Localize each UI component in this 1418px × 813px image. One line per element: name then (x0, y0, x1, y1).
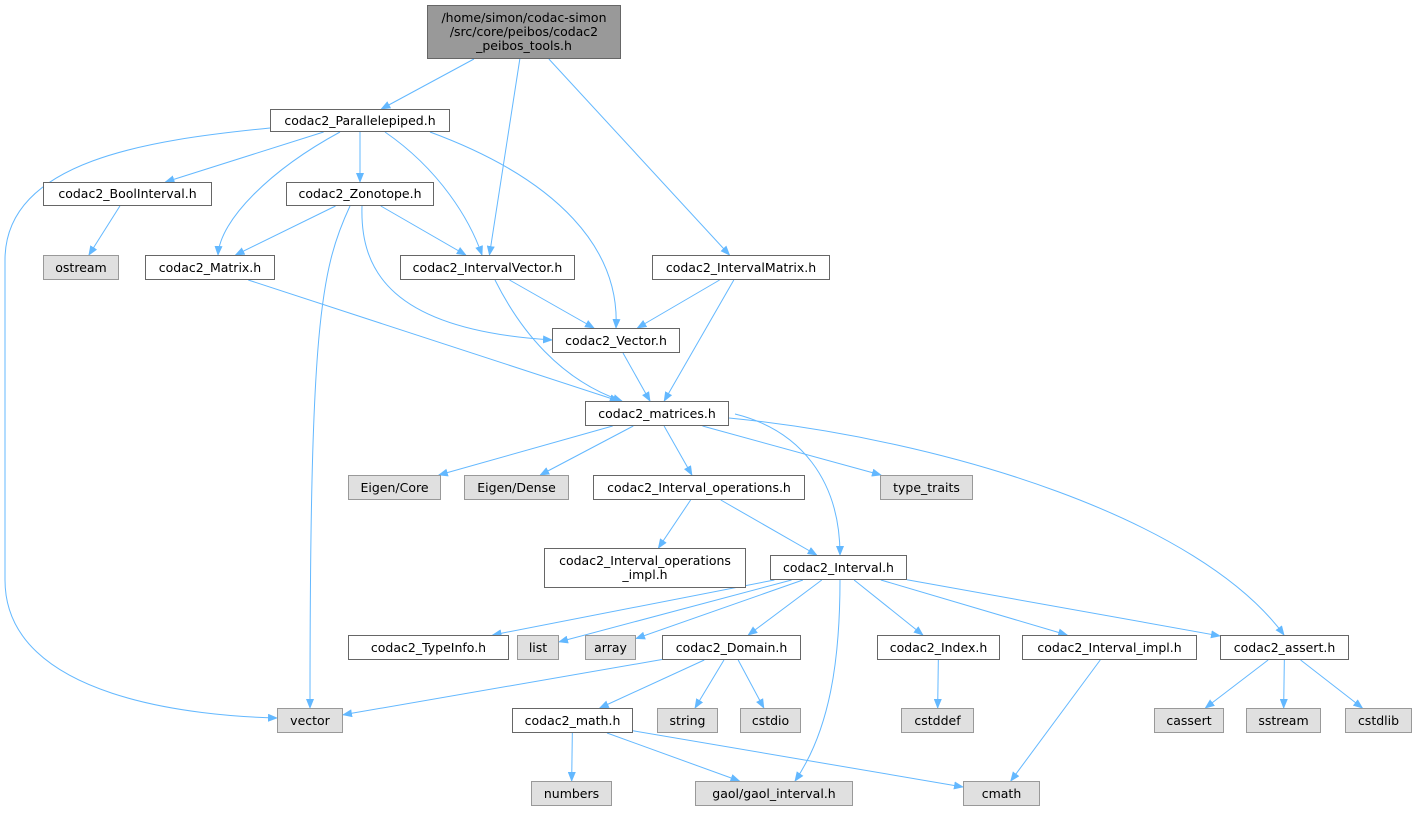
node-vector: vector (277, 708, 343, 733)
node-matrix[interactable]: codac2_Matrix.h (145, 255, 275, 280)
edge-matrices-to-eigendense (539, 425, 634, 476)
node-ostream: ostream (43, 255, 119, 280)
node-intervalimpl[interactable]: codac2_Interval_impl.h (1022, 635, 1197, 660)
node-typeinfo[interactable]: codac2_TypeInfo.h (348, 635, 509, 660)
edge-root-to-intervalmatrix (548, 58, 731, 256)
edge-domain-to-math (598, 659, 705, 709)
node-eigencore: Eigen/Core (348, 475, 441, 500)
edge-interval-to-domain (747, 579, 823, 636)
node-assert[interactable]: codac2_assert.h (1220, 635, 1349, 660)
edge-assert-to-cstdlib (1300, 659, 1364, 709)
node-vectorh[interactable]: codac2_Vector.h (552, 328, 680, 353)
edge-zonotope-to-intervalvector (380, 205, 467, 256)
node-cmath: cmath (963, 781, 1040, 806)
edge-interval-to-intervalimpl (880, 579, 1069, 637)
node-cstddef: cstddef (901, 708, 974, 733)
node-zonotope[interactable]: codac2_Zonotope.h (286, 182, 434, 206)
edge-intervalvector-to-matrices (494, 279, 623, 402)
node-cstdio: cstdio (740, 708, 801, 733)
edge-interval-to-assert (906, 579, 1221, 639)
edge-matrices-to-typetraits (702, 425, 882, 477)
edge-boolinterval-to-ostream (88, 205, 121, 256)
node-intervalvector[interactable]: codac2_IntervalVector.h (400, 255, 575, 280)
node-array: array (585, 635, 636, 660)
edge-intervalops-to-intervalopsimpl (657, 499, 692, 549)
node-gaol: gaol/gaol_interval.h (695, 781, 853, 806)
edge-parallelepiped-to-boolinterval (164, 131, 324, 184)
node-sstream: sstream (1246, 708, 1321, 733)
edge-zonotope-to-matrix (234, 205, 336, 256)
node-parallelepiped[interactable]: codac2_Parallelepiped.h (270, 109, 450, 132)
node-intervalops[interactable]: codac2_Interval_operations.h (593, 475, 805, 500)
node-cstdlib: cstdlib (1345, 708, 1412, 733)
node-intervalopsimpl[interactable]: codac2_Interval_operations _impl.h (544, 548, 746, 588)
edge-parallelepiped-to-vector (4, 127, 278, 722)
edge-zonotope-to-vectorh (361, 205, 553, 344)
edge-interval-to-list (558, 579, 792, 644)
node-eigendense: Eigen/Dense (464, 475, 569, 500)
node-string: string (657, 708, 718, 733)
node-cassert: cassert (1154, 708, 1224, 733)
edge-domain-to-vector (342, 659, 663, 718)
edge-matrices-to-assert (728, 417, 1285, 636)
node-matrices[interactable]: codac2_matrices.h (585, 401, 729, 426)
node-numbers: numbers (531, 781, 612, 806)
edge-parallelepiped-to-intervalvector (384, 131, 483, 256)
node-boolinterval[interactable]: codac2_BoolInterval.h (43, 182, 212, 206)
edge-index-to-cstddef (933, 659, 942, 709)
node-list: list (517, 635, 559, 660)
edge-interval-to-index (853, 579, 924, 636)
edge-assert-to-cassert (1204, 659, 1269, 709)
edge-root-to-intervalvector (486, 58, 521, 256)
edge-zonotope-to-vector (306, 205, 351, 709)
edge-domain-to-string (694, 659, 725, 709)
edge-matrix-to-matrices (248, 279, 620, 403)
node-interval[interactable]: codac2_Interval.h (770, 555, 907, 580)
edge-intervalimpl-to-cmath (1010, 659, 1101, 782)
edge-math-to-gaol (606, 732, 741, 782)
edge-parallelepiped-to-vectorh (429, 131, 621, 329)
edge-intervalmatrix-to-vectorh (636, 279, 720, 329)
edge-intervalops-to-interval (720, 499, 818, 556)
edge-interval-to-typeinfo (491, 579, 775, 638)
edge-matrices-to-intervalops (663, 425, 693, 476)
edge-intervalvector-to-vectorh (509, 279, 595, 329)
edge-math-to-numbers (567, 732, 576, 782)
node-math[interactable]: codac2_math.h (512, 708, 633, 733)
edge-interval-to-array (635, 579, 804, 640)
edge-vectorh-to-matrices (622, 352, 651, 402)
edge-parallelepiped-to-matrix (214, 131, 341, 256)
edge-intervalmatrix-to-matrices (663, 279, 735, 402)
node-domain[interactable]: codac2_Domain.h (662, 635, 801, 660)
node-typetraits: type_traits (880, 475, 973, 500)
edge-root-to-parallelepiped (380, 58, 475, 110)
node-intervalmatrix[interactable]: codac2_IntervalMatrix.h (652, 255, 830, 280)
edge-interval-to-gaol (794, 579, 841, 782)
edge-domain-to-cstdio (737, 659, 765, 709)
node-root[interactable]: /home/simon/codac-simon /src/core/peibos… (427, 5, 621, 59)
edge-matrices-to-eigencore (437, 425, 613, 477)
edge-assert-to-sstream (1279, 659, 1288, 709)
edge-math-to-cmath (632, 730, 964, 790)
node-index[interactable]: codac2_Index.h (877, 635, 1000, 660)
